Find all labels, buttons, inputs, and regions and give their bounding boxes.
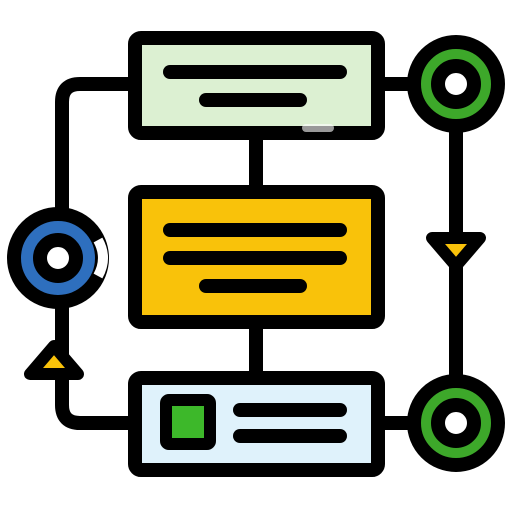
down-arrow-icon (426, 232, 486, 272)
connector-left-bottom (55, 293, 142, 430)
left-node (7, 207, 109, 309)
right-bottom-node (407, 374, 505, 472)
top-box (128, 31, 385, 140)
green-square-icon (160, 394, 216, 450)
bottom-box (128, 371, 385, 477)
middle-box (128, 185, 385, 329)
right-top-node (407, 35, 505, 133)
connector-top-left (55, 77, 142, 222)
up-arrow-icon (24, 340, 84, 380)
